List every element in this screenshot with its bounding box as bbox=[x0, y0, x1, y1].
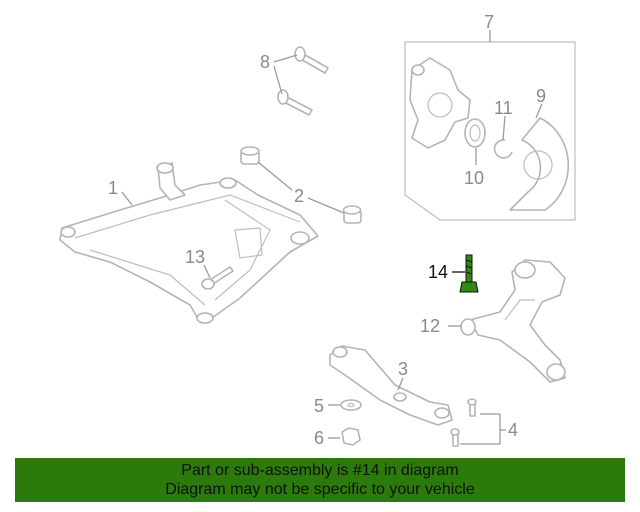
washer-part bbox=[340, 399, 362, 411]
callout-3: 3 bbox=[398, 359, 408, 379]
info-banner: Part or sub-assembly is #14 in diagram D… bbox=[15, 458, 625, 502]
subframe-part bbox=[59, 162, 319, 324]
nut-part bbox=[341, 427, 361, 446]
parts-diagram: 1 2 3 4 5 6 7 8 9 10 11 12 13 14 bbox=[59, 12, 576, 448]
dust-shield-part bbox=[509, 117, 570, 211]
bolt-part-14 bbox=[459, 254, 479, 293]
steering-knuckle-part bbox=[409, 57, 471, 149]
callout-1: 1 bbox=[108, 178, 118, 198]
callout-14: 14 bbox=[428, 262, 448, 282]
banner-line-1: Part or sub-assembly is #14 in diagram bbox=[181, 462, 459, 479]
bolt-part-13 bbox=[201, 266, 234, 290]
snap-ring-part bbox=[493, 139, 513, 159]
bolt-part-4b bbox=[450, 428, 460, 447]
brace-part bbox=[329, 345, 453, 426]
bushing-part-upper bbox=[240, 146, 260, 165]
callout-2: 2 bbox=[294, 186, 304, 206]
callout-7: 7 bbox=[484, 12, 494, 32]
bolt-part-8a bbox=[294, 46, 329, 74]
group-7-outline bbox=[404, 41, 576, 221]
callout-11: 11 bbox=[494, 98, 513, 118]
callout-10: 10 bbox=[464, 168, 484, 188]
callout-12: 12 bbox=[420, 316, 440, 336]
callout-4: 4 bbox=[508, 420, 518, 440]
bushing-part-lower bbox=[342, 205, 362, 224]
bolt-part-8b bbox=[277, 89, 313, 116]
banner-line-2: Diagram may not be specific to your vehi… bbox=[165, 481, 475, 498]
lower-control-arm-part bbox=[460, 259, 566, 383]
callout-5: 5 bbox=[314, 396, 324, 416]
bolt-part-4a bbox=[467, 398, 477, 417]
wheel-bearing-part bbox=[464, 118, 486, 148]
callout-13: 13 bbox=[185, 247, 205, 267]
callout-6: 6 bbox=[314, 428, 324, 448]
callout-8: 8 bbox=[260, 52, 270, 72]
callout-9: 9 bbox=[536, 86, 546, 106]
